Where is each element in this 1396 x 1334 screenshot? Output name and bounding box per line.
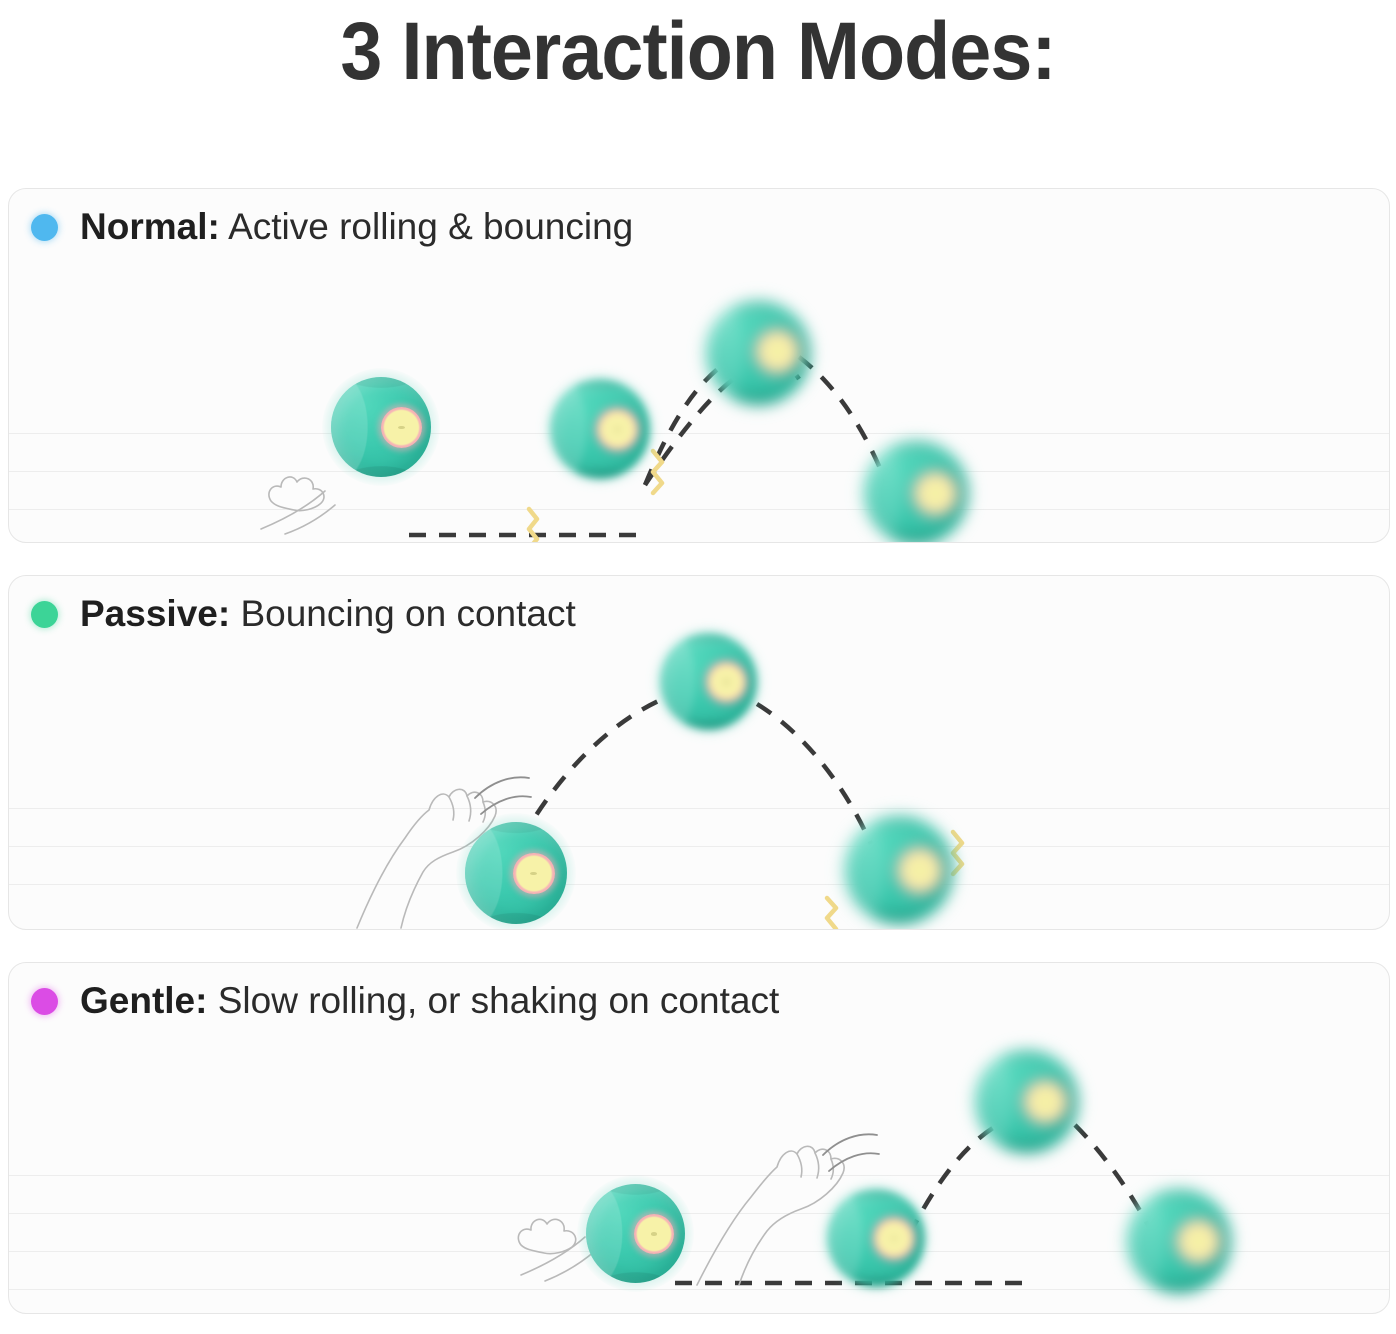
mode-card-passive[interactable]: Passive: Bouncing on contact [8, 575, 1390, 930]
ball-at-paw [455, 812, 577, 929]
mode-header-gentle: Gentle: Slow rolling, or shaking on cont… [31, 981, 779, 1021]
paw-print-icon [268, 476, 325, 512]
mode-label-passive: Passive: Bouncing on contact [80, 594, 576, 634]
ball-slow-roll [577, 1175, 694, 1292]
mode-desc-normal: Active rolling & bouncing [228, 206, 634, 247]
mode-dot-normal [31, 213, 58, 241]
cat-paw-icon [696, 1145, 845, 1286]
modes-list: Normal: Active rolling & bouncing [8, 188, 1390, 1314]
bounce-arc-up [643, 360, 801, 487]
illustration-normal [9, 189, 1389, 542]
ball-rolling-start [322, 368, 440, 486]
mode-desc-gentle: Slow rolling, or shaking on contact [217, 980, 780, 1021]
mode-card-normal[interactable]: Normal: Active rolling & bouncing [8, 188, 1390, 543]
vibration-sparks [526, 448, 665, 542]
mode-lead-gentle: Gentle: [80, 980, 208, 1021]
ball-landing [1117, 1179, 1241, 1303]
motion-lines [260, 490, 336, 535]
motion-arcs [474, 776, 532, 815]
bounce-arc-down [1073, 1123, 1151, 1229]
ball-apex [965, 1040, 1088, 1163]
mode-lead-passive: Passive: [80, 593, 231, 634]
mode-header-normal: Normal: Active rolling & bouncing [31, 207, 633, 247]
ball-landing [835, 806, 963, 929]
paw-print-icon [517, 1218, 577, 1255]
ball-at-paw [818, 1180, 934, 1296]
ball-landing [854, 431, 978, 542]
mode-card-gentle[interactable]: Gentle: Slow rolling, or shaking on cont… [8, 962, 1390, 1314]
ball-apex [696, 291, 820, 415]
mode-dot-gentle [31, 987, 58, 1015]
mode-label-gentle: Gentle: Slow rolling, or shaking on cont… [80, 981, 779, 1021]
impact-sparks [824, 829, 965, 929]
ball-apex [651, 624, 766, 739]
motion-arcs [822, 1133, 880, 1172]
illustration-passive [9, 576, 1389, 929]
mode-desc-passive: Bouncing on contact [240, 593, 576, 634]
mode-dot-passive [31, 600, 58, 628]
mode-header-passive: Passive: Bouncing on contact [31, 594, 576, 634]
page-title: 3 Interaction Modes: [340, 6, 1056, 97]
mode-label-normal: Normal: Active rolling & bouncing [80, 207, 633, 247]
mode-lead-normal: Normal: [80, 206, 220, 247]
bounce-arc-up [519, 695, 666, 842]
ball-impact [541, 370, 659, 488]
